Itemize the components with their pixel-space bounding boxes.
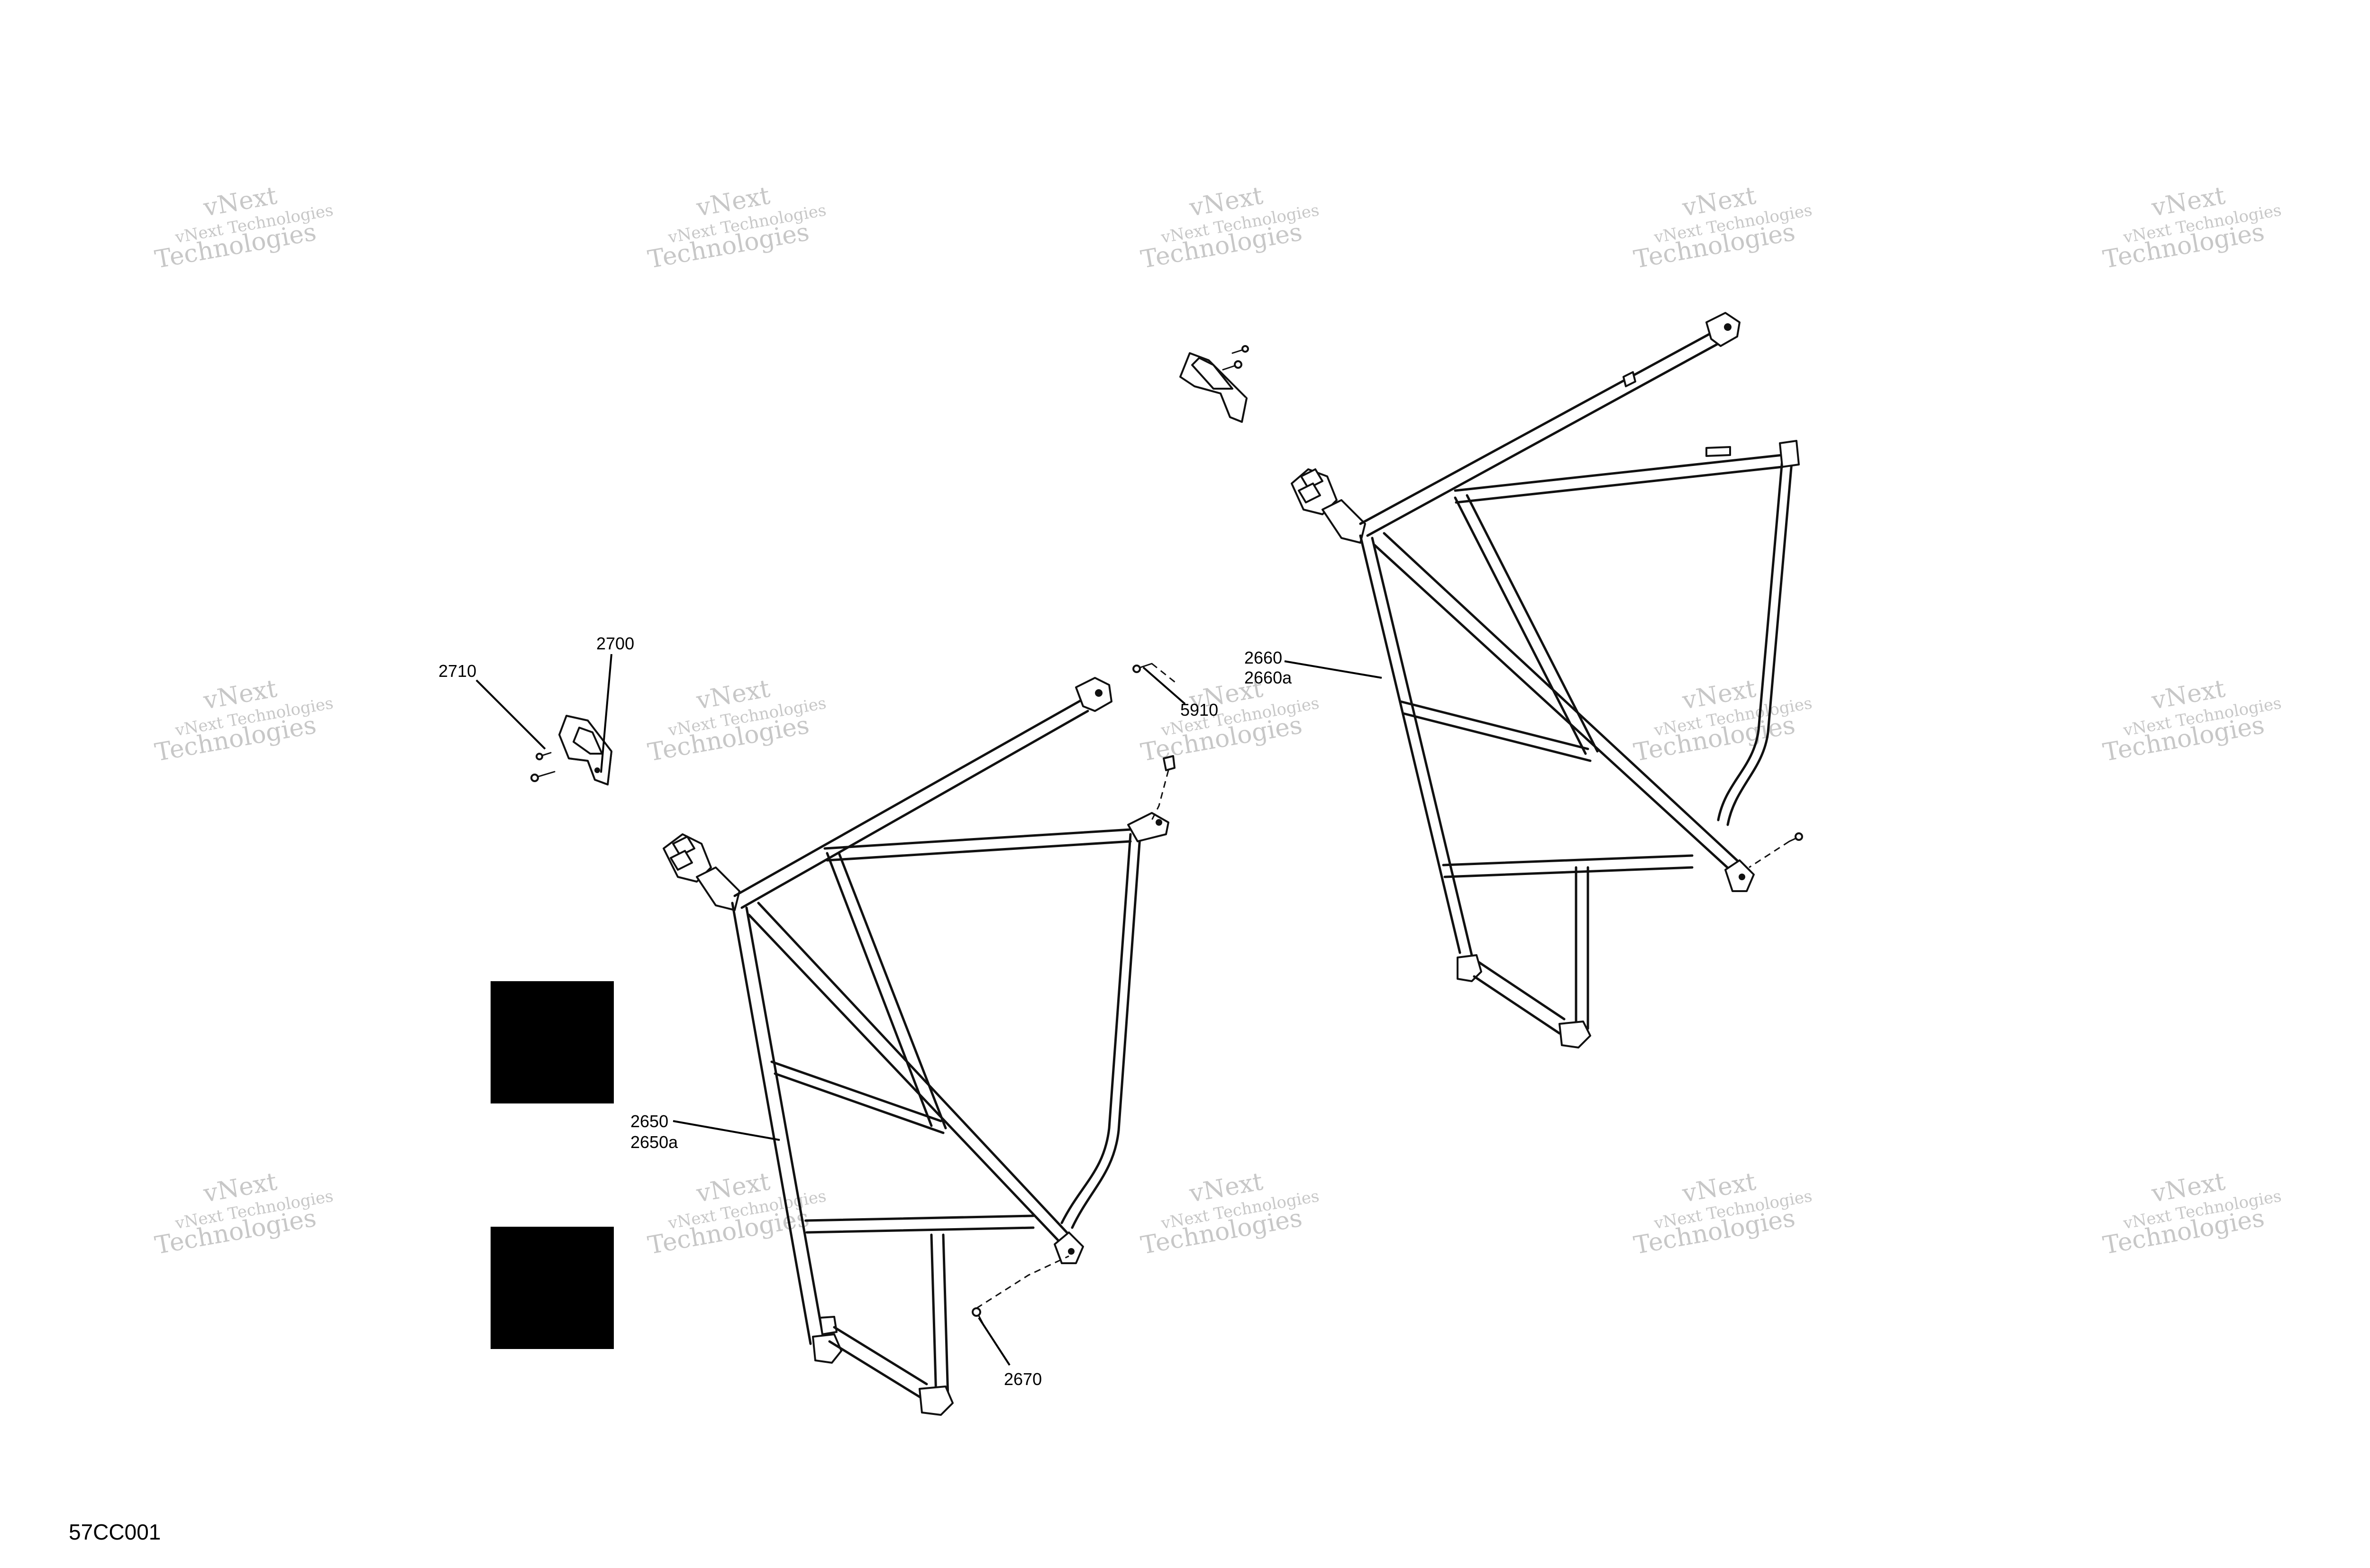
callout-2700: 2700: [596, 634, 634, 653]
watermark-tile: vNext vNext Technologies Technologies: [1632, 675, 1814, 767]
watermark-tile: vNext vNext Technologies Technologies: [1139, 675, 1321, 767]
watermark-tile: vNext vNext Technologies Technologies: [1139, 1167, 1321, 1260]
screw-right-harness: [1749, 832, 1803, 868]
callout-2660a: 2660a: [1244, 668, 1292, 687]
callout-2660: 2660: [1244, 648, 1282, 667]
callout-2650: 2650: [630, 1112, 668, 1131]
support-bracket-left: [558, 715, 612, 785]
seat-harness-left: [663, 677, 1169, 1416]
screw-2670: [972, 1255, 1069, 1326]
fastener-top-left-harness: [1132, 663, 1176, 684]
screw-right-bracket: [1222, 345, 1249, 371]
watermark-tile: vNext vNext Technologies Technologies: [1139, 182, 1321, 274]
leader-2670: [978, 1317, 1011, 1366]
watermark-tile: vNext vNext Technologies Technologies: [2101, 182, 2283, 274]
black-swatch-top: [491, 981, 614, 1103]
black-swatch-bottom: [491, 1227, 614, 1349]
watermark-tile: vNext vNext Technologies Technologies: [646, 1167, 828, 1260]
watermark-tile: vNext vNext Technologies Technologies: [646, 182, 828, 274]
watermark-layer: vNext vNext Technologies Technologies vN…: [153, 182, 2283, 1260]
callout-5910: 5910: [1180, 700, 1218, 720]
watermark-tile: vNext vNext Technologies Technologies: [153, 675, 335, 767]
watermark-tile: vNext vNext Technologies Technologies: [646, 675, 828, 767]
leader-5910: [1142, 666, 1186, 705]
callout-2650a: 2650a: [630, 1132, 678, 1152]
leader-2660: [1284, 660, 1382, 679]
watermark-tile: vNext vNext Technologies Technologies: [2101, 675, 2283, 767]
watermark-tile: vNext vNext Technologies Technologies: [2101, 1167, 2283, 1260]
watermark-tile: vNext vNext Technologies Technologies: [1632, 182, 1814, 274]
watermark-tile: vNext vNext Technologies Technologies: [1632, 1167, 1814, 1260]
figure-code: 57CC001: [69, 1520, 161, 1544]
seat-harness-right: [1291, 312, 1800, 1048]
fastener-5910: [1151, 755, 1176, 820]
leader-2650: [673, 1120, 780, 1141]
leader-2700: [600, 654, 612, 773]
watermark-tile: vNext vNext Technologies Technologies: [153, 1167, 335, 1260]
leader-2710: [475, 679, 546, 750]
watermark-tile: vNext vNext Technologies Technologies: [153, 182, 335, 274]
callout-2710: 2710: [438, 661, 476, 681]
support-bracket-right: [1179, 352, 1248, 423]
screw-left-bracket: [530, 752, 556, 782]
callout-2670: 2670: [1004, 1369, 1042, 1389]
